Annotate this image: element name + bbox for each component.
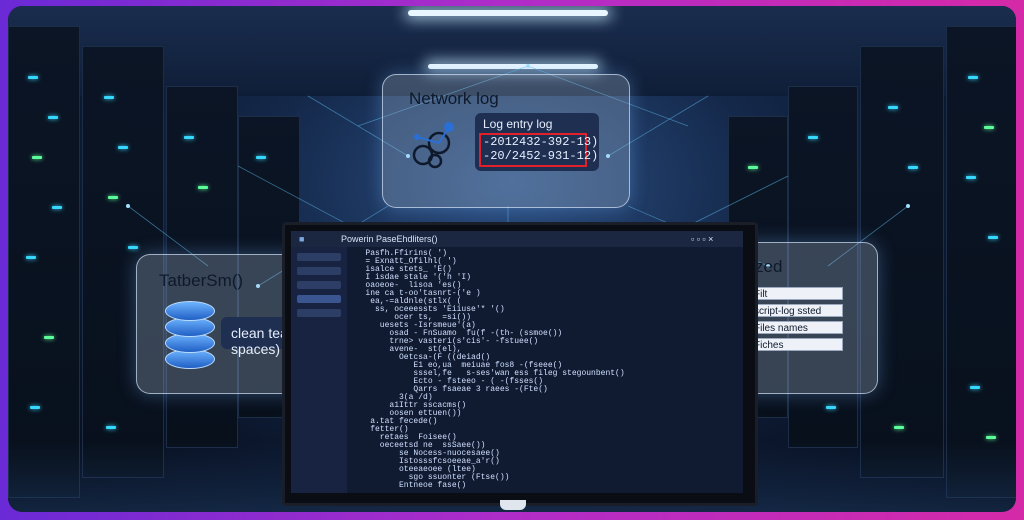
server-rack-left-2: [82, 46, 164, 478]
code-line: Qarrs fsaeae 3 raees -(Fte(): [351, 385, 548, 394]
code-line: Oetcsa-(F ((deiad(): [351, 353, 491, 362]
status-led: [32, 156, 42, 159]
status-led: [128, 246, 138, 249]
code-line: osad - FnSuamo fu(f -(th- (ssmoe()): [351, 329, 563, 338]
code-line: retaes Foisee(): [351, 433, 457, 442]
network-graph-icon: [412, 122, 454, 169]
status-led: [198, 186, 208, 189]
code-line: a1Ittr sscacms(): [351, 401, 467, 410]
code-line: oteeaeoee (ltee): [351, 465, 476, 474]
editor-titlebar: ■ Powerin PaseEhdliters() ▫ ▫ ▫ ×: [291, 231, 743, 247]
code-line: se Nocess-nuocesaee(): [351, 449, 500, 458]
log-highlight: [479, 133, 587, 167]
code-editor: ■ Powerin PaseEhdliters() ▫ ▫ ▫ × Pasfh.…: [291, 231, 743, 493]
log-line: -20/2452-931-12): [483, 149, 599, 163]
ceiling-light: [408, 10, 608, 16]
server-rack-left-3: [166, 86, 238, 448]
code-line: Istosssfcsoeeae_a'r(): [351, 457, 500, 466]
code-line: 3(a /d): [351, 393, 433, 402]
monitor: ■ Powerin PaseEhdliters() ▫ ▫ ▫ × Pasfh.…: [282, 222, 758, 506]
log-entry-box: Log entry log -2012432-392-13) -20/2452-…: [475, 113, 599, 171]
code-line: ea,-=aldnle(stlx( (: [351, 297, 462, 306]
app-icon: ■: [299, 234, 305, 244]
code-line: sgo ssuonter (Ftse()): [351, 473, 510, 482]
file-list-item: Files names: [747, 321, 843, 334]
status-led: [48, 116, 58, 119]
code-line: ocer ts, =si()): [351, 313, 472, 322]
code-line: Ecto - fsteeo - ( -(fsses(): [351, 377, 544, 386]
code-line: oaoeoe- lisoa 'es(): [351, 281, 462, 290]
sidebar-item[interactable]: [297, 295, 341, 303]
code-line: = Exnatt_Ofilhl( '): [351, 257, 457, 266]
code-line: avene- st(el),: [351, 345, 462, 354]
monitor-stand: [500, 500, 526, 510]
status-led: [984, 126, 994, 129]
server-rack-left-1: [8, 26, 80, 498]
function-title: TatberSm(): [159, 271, 244, 290]
status-led: [808, 136, 818, 139]
code-line: fetter(): [351, 425, 409, 434]
status-led: [28, 76, 38, 79]
code-line: oosen ettuen()): [351, 409, 462, 418]
file-list-item: Filt: [747, 287, 843, 300]
file-list-item: Fiches: [747, 338, 843, 351]
status-led: [106, 426, 116, 429]
status-led: [52, 206, 62, 209]
status-led: [44, 336, 54, 339]
status-led: [826, 406, 836, 409]
status-led: [888, 106, 898, 109]
status-led: [184, 136, 194, 139]
window-controls-icon[interactable]: ▫ ▫ ▫ ×: [691, 234, 714, 244]
status-led: [108, 196, 118, 199]
status-led: [104, 96, 114, 99]
editor-tab-title: Powerin PaseEhdliters(): [341, 234, 438, 244]
log-entry-label: Log entry log: [483, 117, 553, 131]
network-log-title: Network log: [409, 89, 499, 108]
database-icon: [165, 301, 215, 321]
code-line: oeceetsd ne ssSaee()): [351, 441, 486, 450]
editor-sidebar: [291, 247, 347, 493]
status-led: [30, 406, 40, 409]
code-line: I isdae stale '('h 'I): [351, 273, 472, 282]
server-rack-right-1: [946, 26, 1016, 498]
code-line: sssel,fe s-ses'wan ess fileg stegounbent…: [351, 369, 625, 378]
status-led: [988, 236, 998, 239]
status-led: [748, 166, 758, 169]
code-line: a.tat fecede(): [351, 417, 438, 426]
network-log-card: Network log Log entry log -2012432-392-1…: [382, 74, 630, 208]
status-led: [908, 166, 918, 169]
code-line: E1 eo,ua meiuae fos8 -(fseee(): [351, 361, 563, 370]
server-rack-right-3: [788, 86, 858, 448]
server-rack-right-2: [860, 46, 944, 478]
sidebar-item[interactable]: [297, 281, 341, 289]
code-line: Entneoe fase(): [351, 481, 467, 490]
code-line: Pasfh.Ffirins( '): [351, 249, 448, 258]
status-led: [970, 386, 980, 389]
code-line: isalce stets_ 'E(): [351, 265, 452, 274]
status-led: [118, 146, 128, 149]
ceiling-light: [428, 64, 598, 69]
code-area[interactable]: Pasfh.Ffirins( ') = Exnatt_Ofilhl( ') is…: [349, 249, 743, 493]
log-line: -2012432-392-13): [483, 135, 599, 149]
sidebar-item[interactable]: [297, 267, 341, 275]
sidebar-item[interactable]: [297, 309, 341, 317]
code-line: uesets -Isrsmeue'(a): [351, 321, 476, 330]
sidebar-item[interactable]: [297, 253, 341, 261]
status-led: [986, 436, 996, 439]
status-led: [966, 176, 976, 179]
status-led: [968, 76, 978, 79]
status-led: [894, 426, 904, 429]
file-list-item: script-log ssted: [747, 304, 843, 317]
code-line: ss, oceeessts 'Eiiuse'* '(): [351, 305, 505, 314]
code-line: ine ca t-oo'tasnrt-('e ): [351, 289, 481, 298]
status-led: [26, 256, 36, 259]
code-line: trne> vasteri(s'cis'- -fstuee(): [351, 337, 539, 346]
status-led: [256, 156, 266, 159]
ceiling: [8, 6, 1016, 96]
